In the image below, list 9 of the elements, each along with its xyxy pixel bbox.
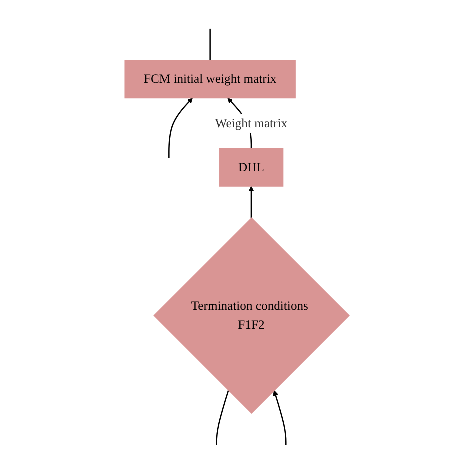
arrow: [272, 390, 286, 446]
edge-label: Weight matrix: [215, 116, 288, 130]
connector: [216, 390, 229, 446]
arrow: [248, 186, 254, 218]
node-box: DHL: [219, 148, 284, 187]
node-diamond: Termination conditions F1F2: [153, 218, 350, 414]
arrow: [168, 98, 193, 158]
node-box: FCM initial weight matrix: [124, 60, 296, 99]
connector: [209, 28, 211, 60]
